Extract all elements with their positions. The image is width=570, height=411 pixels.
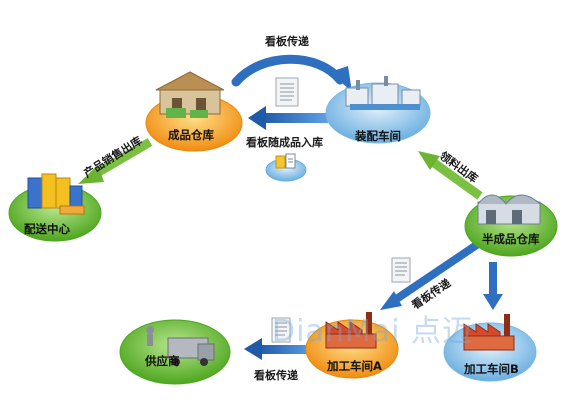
kanban-card-icon: [391, 257, 411, 283]
kanban-card-icon: [275, 77, 299, 107]
assembly-machines-icon: [345, 76, 421, 110]
processing-workshop-a-node: [305, 312, 399, 379]
semi-finished-warehouse-node: [464, 194, 558, 257]
goods-boxes-icon: [27, 173, 85, 215]
supplier-node: [119, 319, 231, 385]
arrow-assembly-to-warehouse: [248, 106, 328, 130]
watermark: DianMai 点迈: [272, 314, 473, 349]
processing-workshop-a-label: 加工车间A: [327, 359, 382, 373]
kanban-transfer-bottom-label: 看板传递: [254, 369, 298, 382]
supplier-label: 供应商: [145, 354, 180, 368]
distribution-center-label: 配送中心: [24, 222, 70, 236]
processing-workshop-b-node: [443, 314, 537, 382]
finished-warehouse-label: 成品仓库: [168, 128, 214, 142]
finished-warehouse-node: [145, 71, 243, 152]
arrow-material-issue: [418, 151, 483, 200]
assembly-workshop-node: [325, 76, 431, 144]
goods-with-kanban-icon: [265, 153, 307, 182]
factory-icon: [325, 312, 377, 349]
truck-icon: [146, 326, 215, 366]
arrow-kanban-transfer-top: [231, 54, 352, 92]
arrow-product-sales-out: [78, 138, 153, 184]
warehouse-building-icon: [155, 71, 225, 118]
semi-finished-warehouse-label: 半成品仓库: [482, 232, 540, 246]
factory-icon: [463, 314, 515, 351]
assembly-workshop-label: 装配车间: [355, 129, 401, 143]
processing-workshop-b-label: 加工车间B: [464, 362, 519, 376]
kanban-card-icon: [271, 317, 291, 343]
kanban-transfer-top-label: 看板传递: [265, 35, 309, 48]
arrow-kanban-transfer-bottom: [244, 338, 316, 360]
warehouse-building-icon: [477, 194, 541, 225]
arrow-kanban-transfer-right: [380, 240, 481, 310]
distribution-center-node: [8, 173, 102, 242]
kanban-with-goods-label: 看板随成品入库: [246, 136, 323, 149]
arrow-semi-to-workshop-b: [483, 262, 503, 310]
